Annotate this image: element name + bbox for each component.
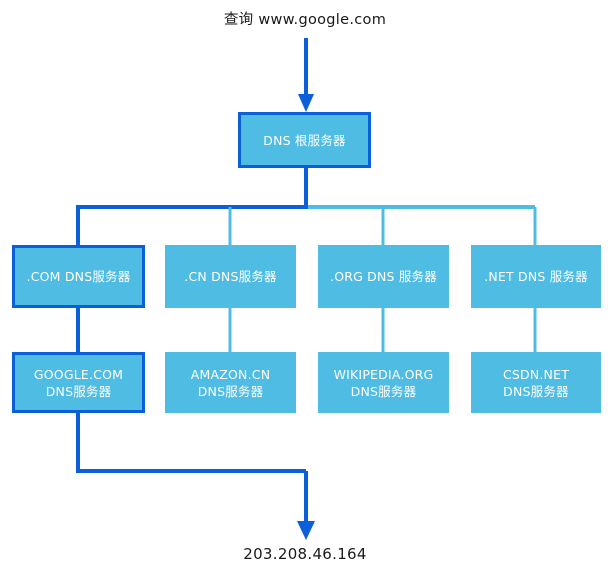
node-dns-root-server-label: DNS 根服务器 (263, 132, 346, 148)
node-authoritative-amazon-cn-label: AMAZON.CN DNS服务器 (190, 366, 271, 399)
node-tld-net-label: .NET DNS 服务器 (484, 269, 588, 284)
node-tld-org[interactable]: .ORG DNS 服务器 (318, 245, 449, 308)
query-arrow (298, 38, 314, 112)
node-tld-cn-label: .CN DNS服务器 (184, 269, 277, 284)
node-authoritative-csdn-net-label: CSDN.NET DNS服务器 (502, 366, 570, 399)
node-tld-com[interactable]: .COM DNS服务器 (12, 245, 145, 308)
node-tld-org-label: .ORG DNS 服务器 (330, 269, 437, 284)
node-authoritative-google-com[interactable]: GOOGLE.COM DNS服务器 (12, 352, 145, 413)
node-dns-root-server[interactable]: DNS 根服务器 (238, 112, 371, 168)
node-authoritative-google-com-label: GOOGLE.COM DNS服务器 (33, 366, 124, 399)
answer-path (76, 411, 315, 540)
node-authoritative-amazon-cn[interactable]: AMAZON.CN DNS服务器 (165, 352, 296, 413)
query-caption: 查询 www.google.com (223, 12, 387, 28)
node-tld-com-label: .COM DNS服务器 (26, 269, 131, 284)
resolved-ip-caption: 203.208.46.164 (243, 545, 367, 563)
node-authoritative-csdn-net[interactable]: CSDN.NET DNS服务器 (471, 352, 601, 413)
node-authoritative-wikipedia-org-label: WIKIPEDIA.ORG DNS服务器 (333, 366, 434, 399)
node-tld-net[interactable]: .NET DNS 服务器 (471, 245, 601, 308)
node-tld-cn[interactable]: .CN DNS服务器 (165, 245, 296, 308)
node-authoritative-wikipedia-org[interactable]: WIKIPEDIA.ORG DNS服务器 (318, 352, 449, 413)
